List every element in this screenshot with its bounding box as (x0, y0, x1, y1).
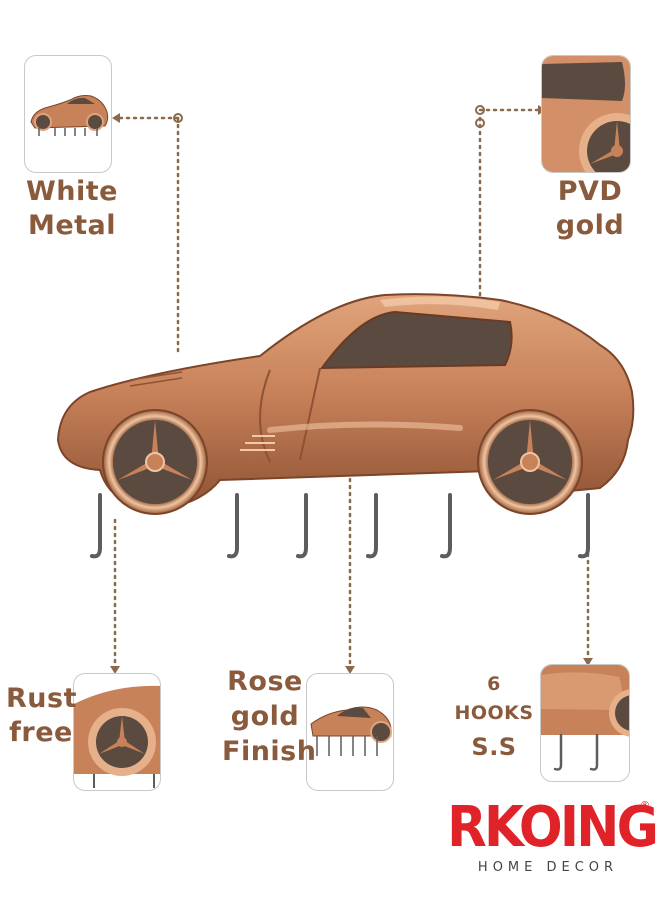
label-hooks-material: S.S (471, 732, 517, 761)
brand-tagline: HOME DECOR (477, 860, 619, 875)
label-rose-gold-line2: gold (230, 701, 300, 733)
label-rust-free-line1: Rust (6, 683, 77, 714)
label-rose-gold-line3: Finish (222, 736, 317, 768)
thumb-pvd-gold (541, 55, 631, 173)
label-rose-gold-line1: Rose (227, 666, 303, 697)
label-pvd-gold: PVD gold (540, 175, 640, 243)
thumb-rust-free (73, 673, 161, 791)
brand-name: RKOING (447, 795, 659, 860)
label-rust-free: Rust free (6, 682, 77, 750)
thumb-white-metal (24, 55, 112, 173)
label-pvd-gold-line1: PVD (557, 176, 623, 207)
car-window (320, 310, 513, 370)
registered-mark: ® (640, 800, 650, 811)
brand-logo: RKOING ® HOME DECOR (438, 795, 659, 876)
label-white-metal-line2: Metal (27, 209, 117, 241)
hooks (90, 493, 590, 559)
thumb-hooks (540, 664, 630, 782)
label-rust-free-line2: free (9, 716, 73, 748)
thumb-rose-gold (306, 673, 394, 791)
label-white-metal-line1: White (26, 176, 118, 207)
rear-wheel (477, 409, 583, 515)
label-hooks-count: 6 (487, 673, 501, 695)
front-wheel (102, 409, 208, 515)
label-hooks: 6 HOOKS S.S (452, 670, 536, 766)
label-hooks-word: HOOKS (454, 702, 534, 725)
label-pvd-gold-line2: gold (555, 209, 625, 241)
label-white-metal: White Metal (22, 175, 122, 243)
label-rose-gold: Rose gold Finish (222, 664, 317, 769)
